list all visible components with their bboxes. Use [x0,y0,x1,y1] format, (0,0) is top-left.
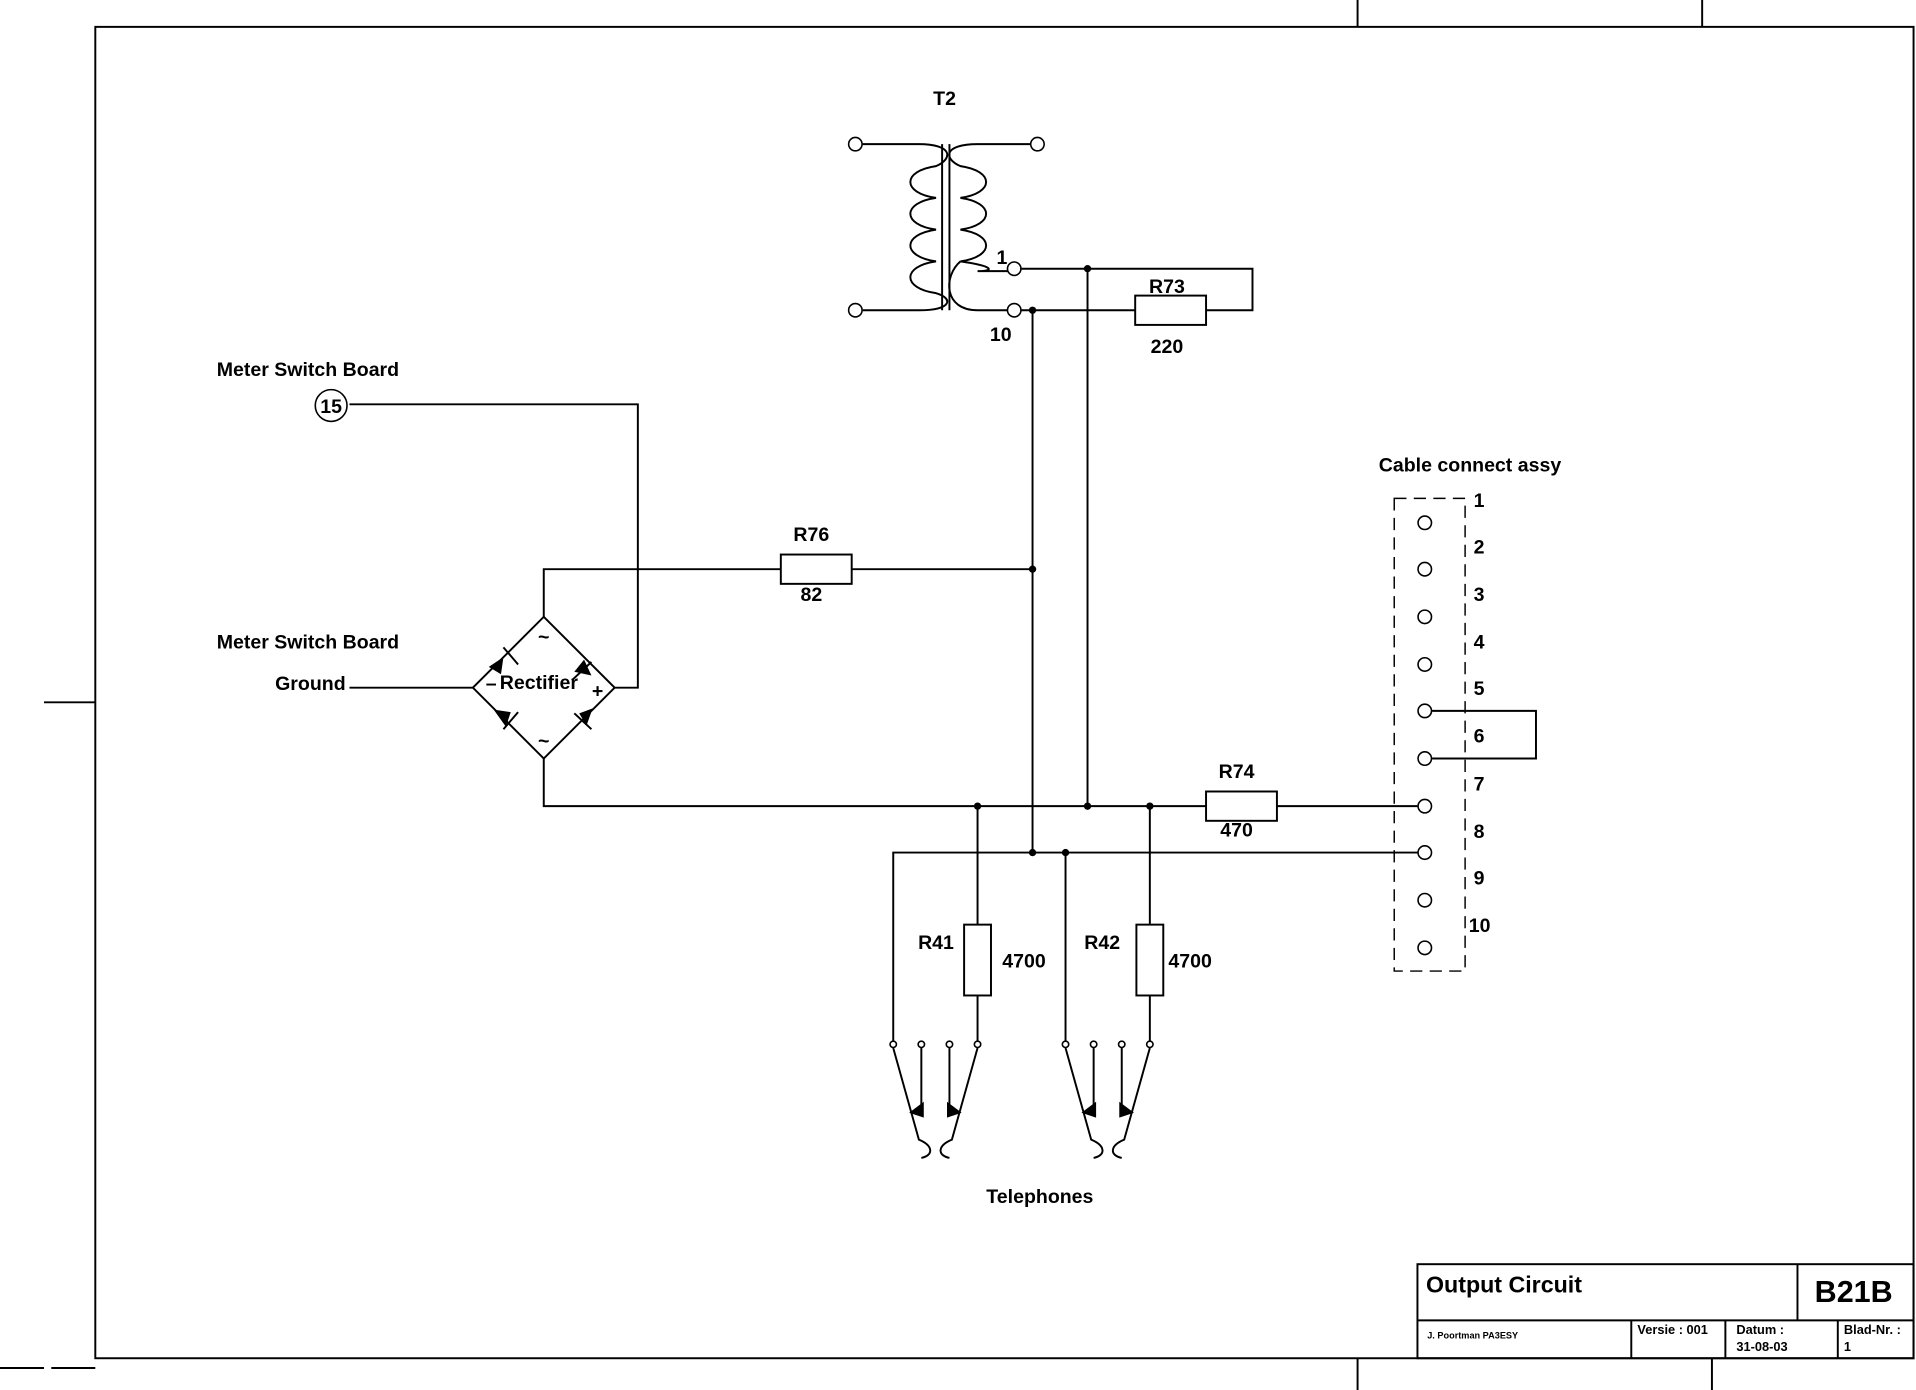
connector-pin-label: 8 [1474,821,1485,843]
transformer-tap-1-terminal [1006,261,1022,277]
meter-switch-pin-circle [314,388,348,423]
rectifier-plus-label: + [592,680,603,702]
meter-switch-board-label-2: Meter Switch Board [217,632,399,654]
cable-connect-assy: Cable connect assy 1 2 3 4 5 6 7 8 9 10 [1379,454,1562,972]
tap-10-label: 10 [990,324,1012,346]
resistor-r41: R41 4700 [918,923,1046,997]
rectifier-bridge: Rectifier + – ~ ~ [471,615,617,760]
resistors-0-value-label: 220 [1151,336,1184,358]
tap-1-label: 1 [997,247,1008,269]
drawing-version: Versie : 001 [1637,1322,1708,1337]
telephone-jack-2 [1061,1040,1154,1159]
drawing-title: Output Circuit [1426,1271,1582,1297]
drawing-date-label: Datum : [1736,1322,1784,1337]
transformer-primary-terminal-top [847,136,863,152]
meter-switch-board-connection: Meter Switch Board 15 Meter Switch Board… [217,359,399,695]
telephones-label: Telephones [986,1186,1093,1208]
drawing-author: J. Poortman PA3ESY [1427,1331,1518,1341]
resistors-4-ref-label: R42 [1084,932,1120,954]
resistors-4-value-label: 4700 [1168,950,1212,972]
telephone-jack-1 [889,1040,982,1159]
transformer-secondary-terminal-top [1029,136,1045,152]
rectifier-ac-bottom-label: ~ [538,731,549,753]
resistors-1-value-label: 82 [800,584,822,606]
transformer-t2: T2 1 10 [847,88,1045,346]
resistor-r74: R74 470 [1205,761,1278,842]
transformer-tap-10-terminal [1006,302,1022,318]
connector-pin-label: 7 [1474,773,1485,795]
meter-switch-pin-label: 15 [320,396,342,418]
resistors-2-ref-label: R74 [1219,761,1255,783]
resistors-2-value-label: 470 [1220,820,1253,842]
ground-label: Ground [275,673,346,695]
drawing-date-value: 31-08-03 [1736,1339,1787,1354]
connector-pin-label: 3 [1474,584,1485,606]
resistors-1-ref-label: R76 [793,524,829,546]
resistor-r73: R73 220 [1134,276,1208,358]
drawing-code: B21B [1815,1275,1893,1309]
drawing-sheet-label: Blad-Nr. : [1844,1322,1901,1337]
transformer-primary-terminal-bottom [847,302,863,318]
connector-pin-label: 9 [1474,867,1485,889]
rectifier-ac-top-label: ~ [538,627,549,649]
resistors-3-ref-label: R41 [918,932,954,954]
resistor-r42: R42 4700 [1084,923,1212,997]
drawing-sheet-value: 1 [1844,1339,1851,1354]
wiring [349,265,1537,1045]
cable-connect-label: Cable connect assy [1379,454,1562,476]
meter-switch-board-label: Meter Switch Board [217,359,399,381]
resistor-r76: R76 82 [779,524,853,606]
connector-pin-label: 4 [1474,632,1485,654]
connector-pin-label: 10 [1469,915,1491,937]
connector-pin-label: 6 [1474,726,1485,748]
title-block: Output Circuit B21B J. Poortman PA3ESY V… [1416,1263,1915,1360]
resistors-0-ref-label: R73 [1149,276,1185,298]
connector-pin-label: 5 [1474,678,1485,700]
connector-pin-label: 2 [1474,536,1485,558]
resistors-3-value-label: 4700 [1002,950,1046,972]
rectifier-minus-label: – [486,673,497,695]
connector-pin-label: 1 [1474,490,1485,512]
transformer-label: T2 [933,88,956,110]
rectifier-label: Rectifier [500,672,579,694]
